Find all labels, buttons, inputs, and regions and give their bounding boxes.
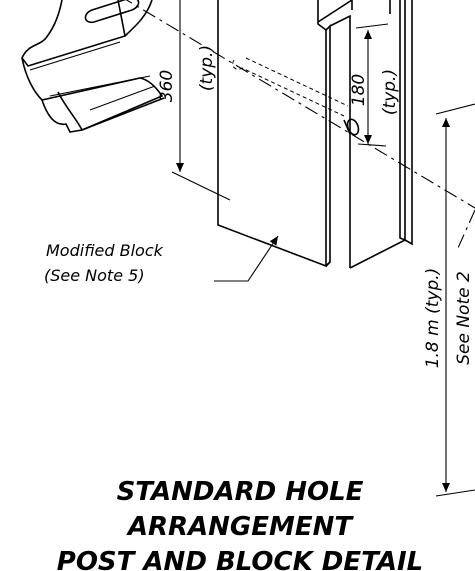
title-line-1: STANDARD HOLE [117, 477, 364, 507]
block-hole-spacing-label: 180 [349, 74, 369, 106]
bolt-centerline [125, 0, 475, 209]
modified-block-leader [214, 235, 279, 282]
title-line-3: POST AND BLOCK DETAIL [57, 547, 423, 571]
rail-hole-spacing-label: 360 [157, 70, 177, 102]
w-beam-rail [21, 0, 165, 133]
rail-hole-spacing-typ-label: (typ.) [197, 45, 217, 91]
rail-hole-dimension [171, 0, 231, 201]
post-spacing-note-label: See Note 2 [454, 271, 474, 365]
modified-block [217, 0, 413, 269]
block-hole-dimension [355, 23, 389, 147]
modified-block-callout-line1: Modified Block [46, 241, 164, 260]
post-spacing-label: 1.8 m (typ.) [423, 268, 443, 369]
modified-block-callout-line2: (See Note 5) [44, 266, 145, 285]
hidden-bolt [232, 57, 360, 136]
block-hole-spacing-typ-label: (typ.) [380, 69, 400, 115]
title-line-2: ARRANGEMENT [126, 512, 355, 542]
post-spacing-dimension [435, 103, 475, 497]
